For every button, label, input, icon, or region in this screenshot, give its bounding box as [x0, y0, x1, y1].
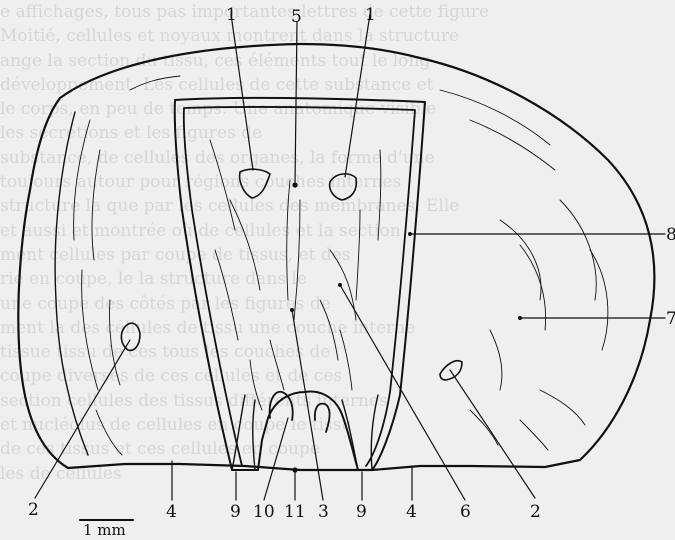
central-notch [270, 392, 330, 432]
label-9-right: 9 [356, 502, 367, 522]
label-2-right: 2 [530, 502, 541, 522]
label-7: 7 [666, 309, 675, 329]
label-4-right: 4 [406, 502, 417, 522]
outer-hatching [74, 76, 608, 455]
label-1-right: 1 [365, 5, 376, 25]
left-stem [232, 395, 255, 470]
hole-1-left [240, 169, 270, 198]
label-1-left: 1 [226, 5, 237, 25]
label-8: 8 [666, 225, 675, 245]
hole-2-left [121, 323, 140, 350]
outer-ridge-line [55, 112, 88, 455]
label-11: 11 [284, 502, 306, 522]
label-2-left: 2 [28, 500, 39, 520]
label-9-left: 9 [230, 502, 241, 522]
scale-bar-label: 1 mm [83, 521, 126, 539]
label-3: 3 [318, 502, 329, 522]
hole-2-right [440, 361, 462, 380]
figure-labels: 1 5 1 8 7 2 4 9 10 11 3 9 4 6 2 1 mm [28, 5, 675, 539]
leader-lines [35, 14, 665, 500]
label-4-left: 4 [166, 502, 177, 522]
label-6: 6 [460, 502, 471, 522]
label-10: 10 [253, 502, 275, 522]
core-outer-wall [175, 98, 425, 470]
hole-1-right [330, 174, 357, 200]
label-5: 5 [291, 7, 302, 27]
